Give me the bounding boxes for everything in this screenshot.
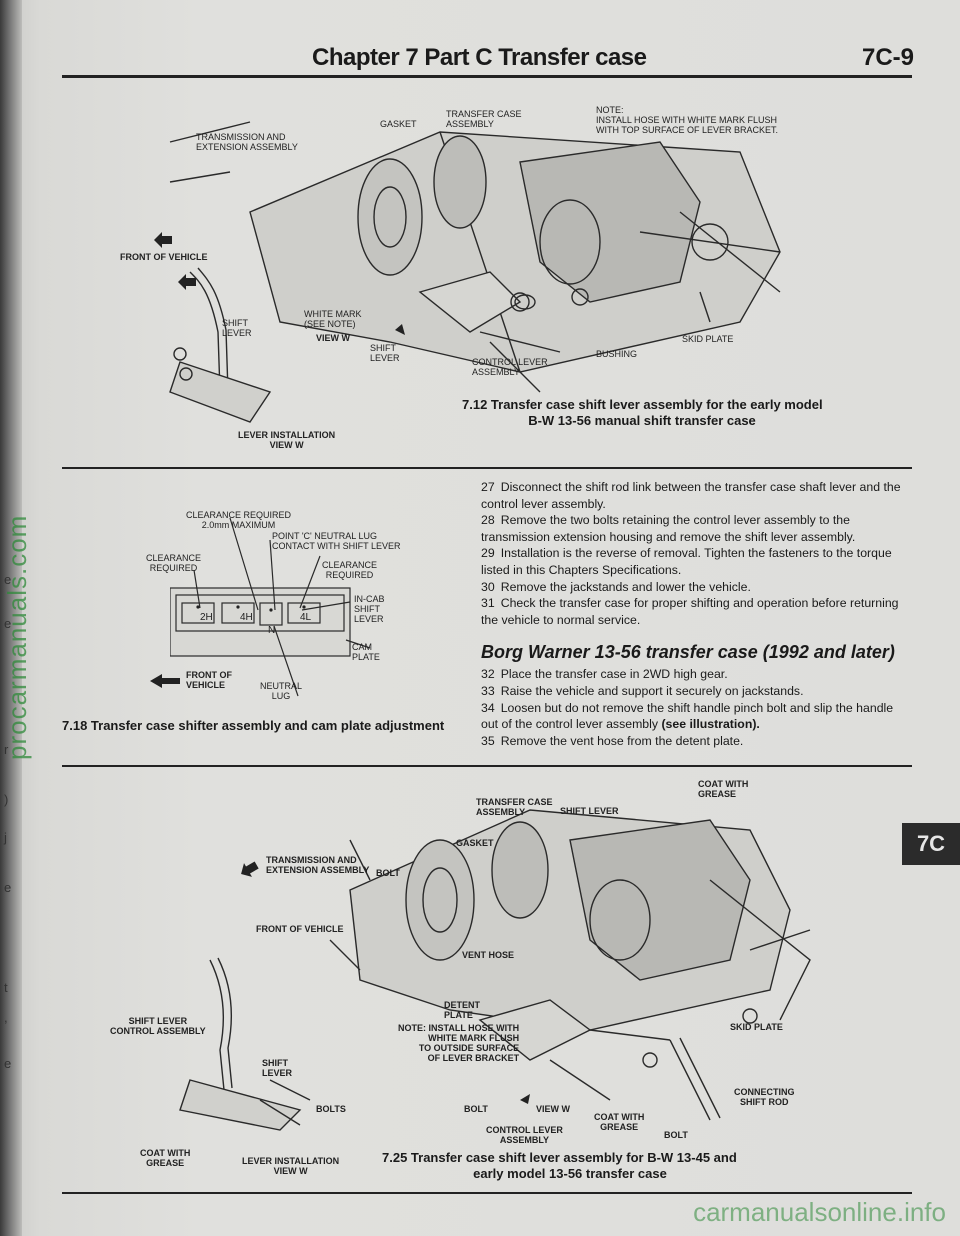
label-view-w: VIEW W: [536, 1104, 570, 1114]
label-view-w: VIEW W: [316, 333, 350, 343]
label-skid-plate: SKID PLATE: [730, 1022, 783, 1032]
label-neutral-lug: NEUTRAL LUG: [260, 681, 303, 701]
label-front-of-vehicle: FRONT OF VEHICLE: [256, 924, 344, 934]
book-binding-shadow: [0, 0, 22, 1236]
label-vent-hose: VENT HOSE: [462, 950, 515, 960]
label-front-of-vehicle: FRONT OF VEHICLE: [186, 670, 232, 690]
label-control-lever-assembly: CONTROL LEVER ASSEMBLY: [472, 357, 548, 377]
gate-n: N: [268, 625, 276, 636]
section-heading: Borg Warner 13-56 transfer case (1992 an…: [481, 642, 895, 663]
figure-725-drawing: [150, 780, 830, 1140]
page-number: 7C-9: [861, 44, 914, 71]
label-skid-plate: SKID PLATE: [682, 334, 734, 344]
label-coat-grease-bottom: COAT WITH GREASE: [140, 1148, 191, 1168]
front-arrow-icon: [150, 674, 180, 688]
side-mark: e: [4, 572, 12, 587]
gate-2h: 2H: [200, 612, 213, 623]
label-cam-plate: CAM PLATE: [352, 642, 380, 662]
label-control-lever-assembly: CONTROL LEVER ASSEMBLY: [486, 1125, 563, 1145]
label-clearance-required-top: CLEARANCE REQUIRED 2.0mm MAXIMUM: [186, 510, 292, 530]
label-transmission-assembly: TRANSMISSION AND EXTENSION ASSEMBLY: [196, 132, 298, 152]
label-coat-grease-top: COAT WITH GREASE: [698, 779, 749, 799]
figure-718-drawing: [170, 500, 410, 700]
label-bolt-right: BOLT: [664, 1130, 688, 1140]
side-mark: ): [4, 792, 9, 807]
figure-712-caption-line1: 7.12 Transfer case shift lever assembly …: [462, 397, 823, 412]
side-mark: r: [4, 742, 9, 757]
label-transfer-case-assembly: TRANSFER CASE ASSEMBLY: [446, 109, 522, 129]
label-lever-installation: LEVER INSTALLATION VIEW W: [238, 430, 336, 450]
header-rule: [62, 75, 912, 78]
label-point-c: POINT 'C' NEUTRAL LUG CONTACT WITH SHIFT…: [272, 531, 401, 551]
chapter-tab: 7C: [902, 823, 960, 865]
label-front-of-vehicle: FRONT OF VEHICLE: [120, 252, 208, 262]
label-white-mark: WHITE MARK (SEE NOTE): [304, 309, 362, 329]
label-gasket: GASKET: [456, 838, 494, 848]
label-lever-installation: LEVER INSTALLATION VIEW W: [242, 1156, 340, 1176]
label-shift-lever: SHIFT LEVER: [222, 318, 252, 338]
label-clearance-left: CLEARANCE REQUIRED: [146, 553, 202, 573]
label-clearance-right: CLEARANCE REQUIRED: [322, 560, 378, 580]
see-illustration-ref: (see illustration).: [661, 717, 760, 732]
section-rule: [62, 467, 912, 469]
label-bolt-mid: BOLT: [464, 1104, 488, 1114]
figure-725-caption-line2: early model 13-56 transfer case: [473, 1166, 667, 1181]
label-hose-install-note: NOTE: INSTALL HOSE WITH WHITE MARK FLUSH…: [596, 105, 779, 135]
side-mark: j: [4, 830, 7, 845]
label-hose-note: NOTE: INSTALL HOSE WITH WHITE MARK FLUSH…: [398, 1023, 520, 1063]
label-bushing: BUSHING: [596, 349, 638, 359]
label-shift-lever-center: SHIFT LEVER: [370, 343, 400, 363]
figure-718-caption: 7.18 Transfer case shifter assembly and …: [62, 718, 445, 733]
label-transmission-assembly: TRANSMISSION AND EXTENSION ASSEMBLY: [266, 855, 370, 875]
figure-712-caption-line2: B-W 13-56 manual shift transfer case: [528, 413, 756, 428]
side-mark: e: [4, 616, 12, 631]
label-bolts: BOLTS: [316, 1104, 346, 1114]
label-shift-lever-left: SHIFT LEVER: [262, 1058, 293, 1078]
figure-725-caption-line1: 7.25 Transfer case shift lever assembly …: [382, 1150, 737, 1165]
label-gasket: GASKET: [380, 119, 417, 129]
label-in-cab-shift-lever: IN-CAB SHIFT LEVER: [354, 594, 385, 624]
label-bolt-top: BOLT: [376, 868, 400, 878]
side-mark: e: [4, 1056, 12, 1071]
label-transfer-case-assembly: TRANSFER CASE ASSEMBLY: [476, 797, 553, 817]
side-mark: t: [4, 980, 8, 995]
gate-4l: 4L: [300, 612, 312, 623]
side-mark: ,: [4, 1010, 8, 1025]
side-mark: e: [4, 880, 12, 895]
section-rule: [62, 765, 912, 767]
watermark-left: procarmanuals.com: [2, 514, 32, 760]
label-coat-grease-mid: COAT WITH GREASE: [594, 1112, 645, 1132]
label-shift-lever-control-assembly: SHIFT LEVER CONTROL ASSEMBLY: [110, 1016, 206, 1036]
chapter-title: Chapter 7 Part C Transfer case: [312, 44, 647, 71]
figure-718-svg: [170, 517, 371, 697]
label-connecting-shift-rod: CONNECTING SHIFT ROD: [734, 1087, 795, 1107]
label-shift-lever-top: SHIFT LEVER: [560, 806, 619, 816]
footer-rule: [62, 1192, 912, 1194]
label-detent-plate: DETENT PLATE: [444, 1000, 480, 1020]
watermark-bottom: carmanualsonline.info: [693, 1197, 946, 1227]
figure-712-drawing: [140, 92, 800, 457]
figure-712-svg: [154, 121, 781, 423]
figure-725-svg: [179, 809, 811, 1131]
gate-4h: 4H: [240, 612, 253, 623]
